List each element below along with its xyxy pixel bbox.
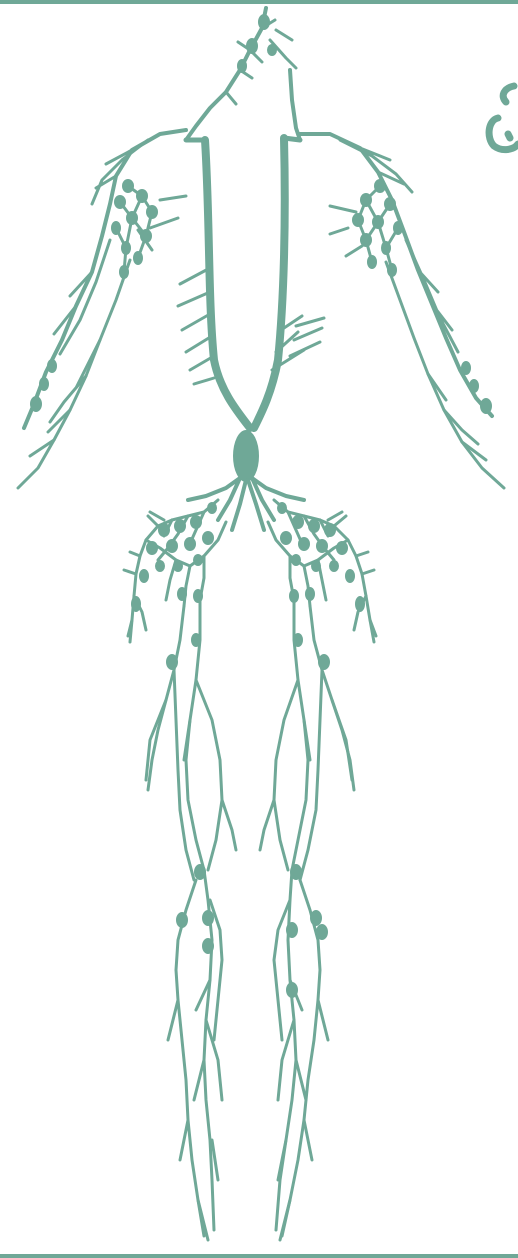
left-inguinal-network xyxy=(124,500,226,642)
left-arm-vessels xyxy=(18,130,186,488)
intercostal-branches xyxy=(178,268,324,384)
iliac-vessels xyxy=(188,478,304,530)
cervical-vessels xyxy=(186,8,300,140)
right-inguinal-network xyxy=(268,500,376,642)
right-arm-vessels xyxy=(300,134,504,488)
cisterna-chyli xyxy=(233,430,259,482)
thoracic-ducts xyxy=(186,138,300,428)
right-leg-vessels xyxy=(260,600,354,1240)
left-leg-vessels xyxy=(146,600,236,1240)
left-elbow-nodes xyxy=(30,359,57,412)
right-axillary-nodes xyxy=(352,179,403,277)
right-elbow-nodes xyxy=(461,361,492,414)
